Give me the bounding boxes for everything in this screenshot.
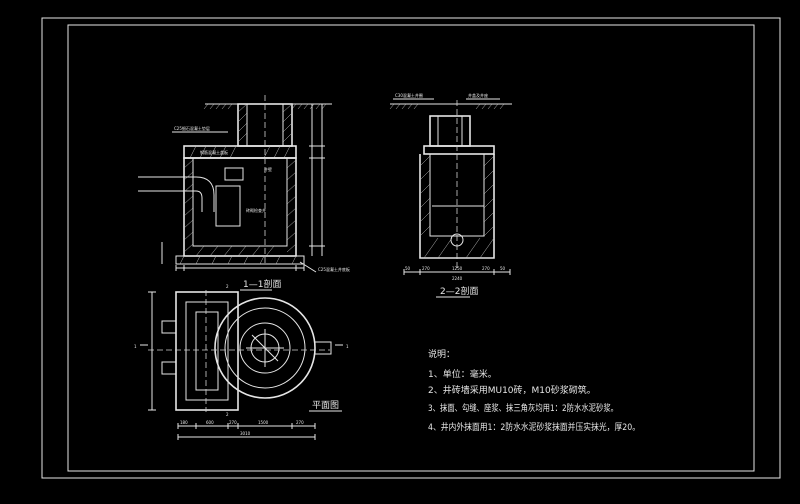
callout-c30-ring: C30混凝土井圈 bbox=[395, 92, 423, 98]
plan-section-mark-left: 1 bbox=[134, 344, 137, 349]
outer-border bbox=[41, 17, 781, 479]
section-2-2-dim-5: 50 bbox=[500, 266, 506, 271]
section-2-2-dim-total: 2240 bbox=[452, 276, 463, 281]
notes-item-2: 2、井砖墙采用MU10砖，M10砂浆砌筑。 bbox=[428, 384, 596, 396]
plan-title: 平面图 bbox=[312, 400, 339, 411]
plan-dim-5: 270 bbox=[296, 420, 304, 425]
section-2-2-dim-2: 270 bbox=[422, 266, 430, 271]
plan-dim-1: 180 bbox=[180, 420, 188, 425]
callout-brick-well: 砖砌检查井 bbox=[246, 207, 266, 213]
callout-cover-slab: 钢筋混凝土盖板 bbox=[200, 149, 228, 155]
section-2-2-drawing bbox=[389, 100, 512, 275]
section-1-1-drawing bbox=[138, 95, 332, 271]
plan-drawing bbox=[140, 290, 343, 440]
section-2-2-dim-4: 270 bbox=[482, 266, 490, 271]
plan-dim-3: 270 bbox=[229, 420, 237, 425]
section-2-2-title: 2—2剖面 bbox=[440, 285, 478, 297]
section-2-2-dim-1: 50 bbox=[405, 266, 411, 271]
notes-block: 说明： 1、单位：毫米。 2、井砖墙采用MU10砖，M10砂浆砌筑。 3、抹面、… bbox=[428, 348, 640, 433]
plan-section-mark-top: 2 bbox=[226, 284, 229, 289]
plan-section-mark-right: 1 bbox=[346, 344, 349, 349]
notes-item-4: 4、井内外抹面用1：2防水水泥砂浆抹面并压实抹光，厚20。 bbox=[428, 421, 640, 433]
callout-well-cover: 井盖及井座 bbox=[468, 92, 488, 98]
notes-item-3: 3、抹面、勾缝、座浆、抹三角灰均用1：2防水水泥砂浆。 bbox=[428, 402, 618, 414]
callout-c25-base: C25混凝土井底板 bbox=[318, 266, 350, 272]
section-1-1-title: 1—1剖面 bbox=[243, 278, 281, 290]
callout-c25-base-leader bbox=[299, 261, 317, 273]
callout-c25-cushion: C25细石混凝土垫层 bbox=[174, 125, 210, 131]
plan-dim-total: 3010 bbox=[240, 431, 251, 436]
notes-item-1: 1、单位：毫米。 bbox=[428, 368, 497, 380]
section-2-2-dim-3: 1250 bbox=[452, 266, 463, 271]
inner-border bbox=[67, 24, 755, 472]
plan-dim-2: 600 bbox=[206, 420, 214, 425]
notes-heading: 说明： bbox=[428, 348, 455, 360]
plan-section-mark-bottom: 2 bbox=[226, 412, 229, 417]
plan-dim-4: 1500 bbox=[258, 420, 269, 425]
callout-wall: 井壁 bbox=[264, 166, 272, 172]
